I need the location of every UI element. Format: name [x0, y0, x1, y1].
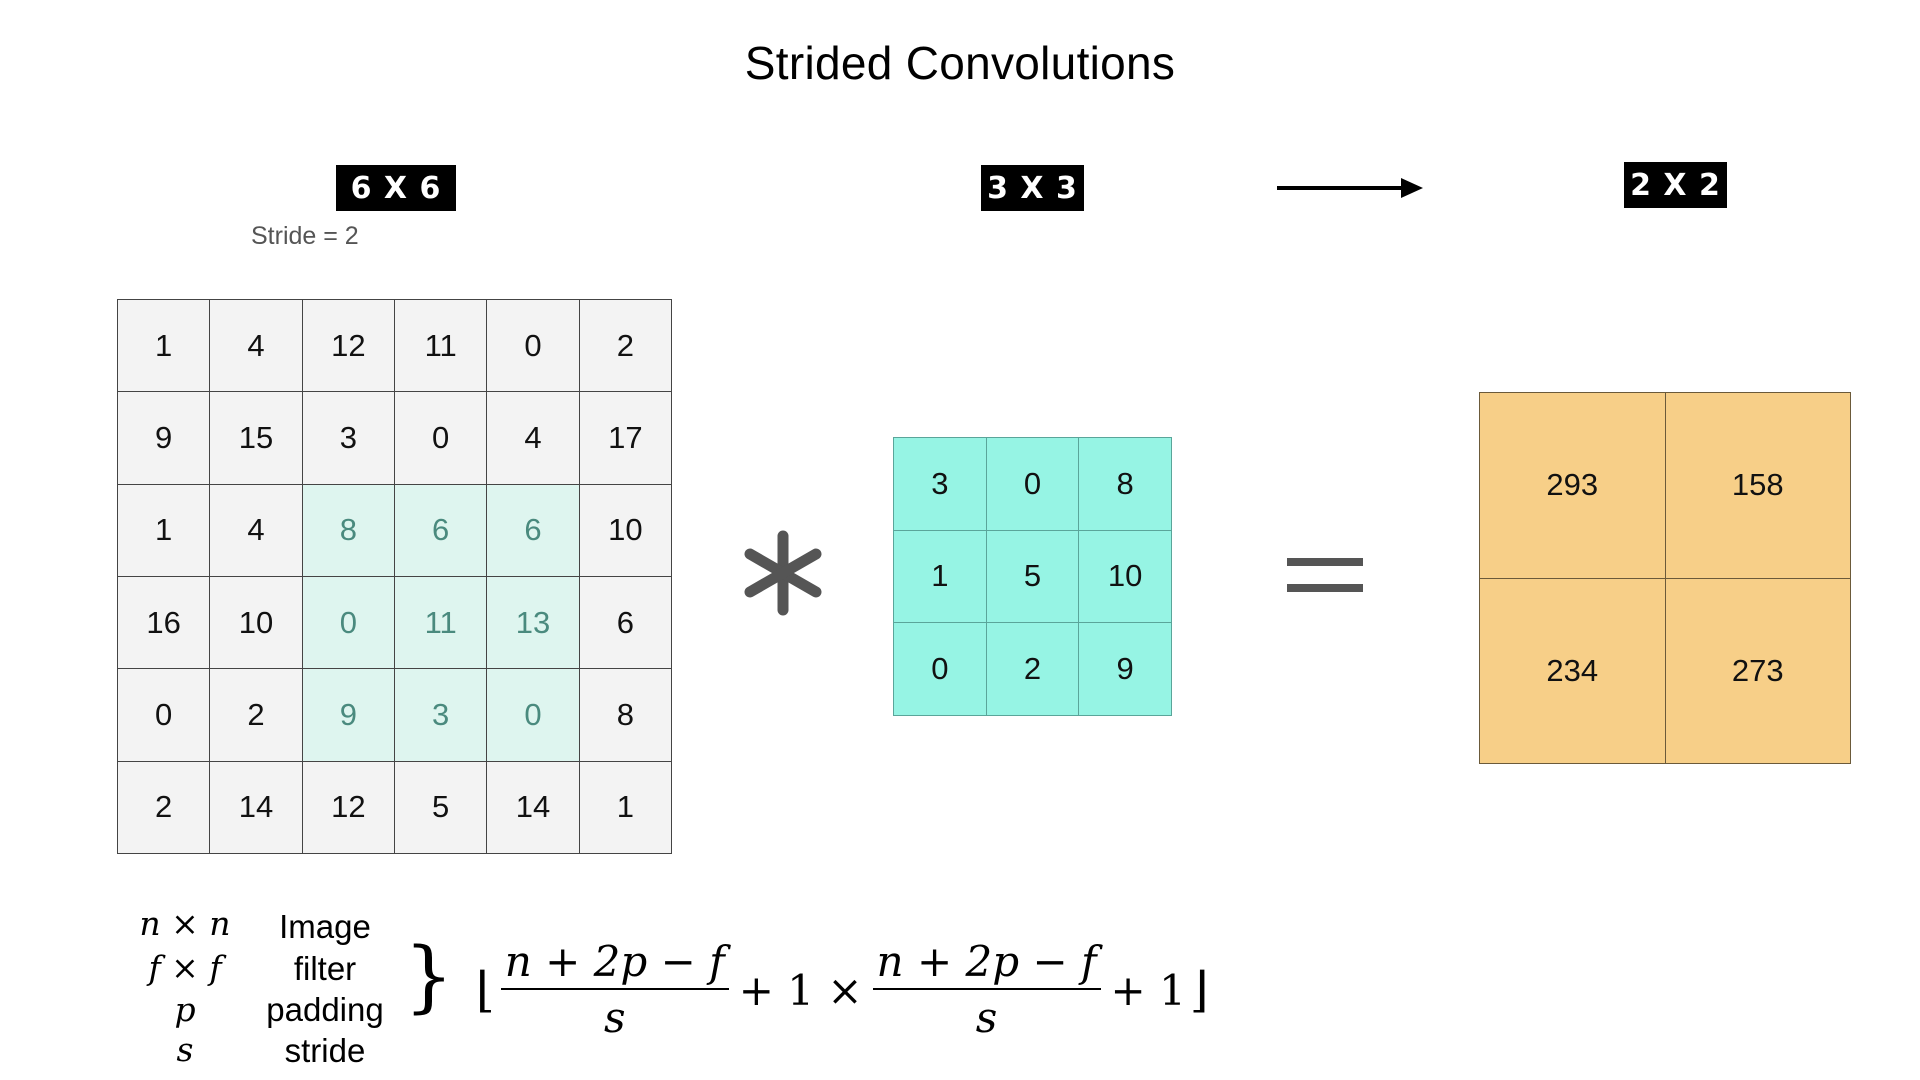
filter-cell-r0-c2: 8: [1079, 438, 1172, 531]
asterisk-icon: [744, 530, 822, 616]
input-cell-r4-c2: 9: [302, 669, 395, 762]
page-title: Strided Convolutions: [744, 37, 1176, 89]
filter-cell-r0-c0: 3: [894, 438, 987, 531]
input-cell-r0-c0: 1: [118, 300, 211, 393]
input-cell-r5-c2: 12: [302, 761, 395, 854]
input-cell-r1-c4: 4: [487, 392, 580, 485]
input-cell-r3-c2: 0: [302, 577, 395, 670]
input-cell-r5-c3: 5: [395, 761, 488, 854]
input-cell-r4-c4: 0: [487, 669, 580, 762]
input-cell-r2-c4: 6: [487, 484, 580, 577]
input-cell-r4-c5: 8: [579, 669, 672, 762]
legend-word-padding: padding: [266, 991, 384, 1028]
input-cell-r5-c4: 14: [487, 761, 580, 854]
filter-cell-r2-c2: 9: [1079, 623, 1172, 716]
input-cell-r0-c5: 2: [579, 300, 672, 393]
input-cell-r2-c0: 1: [118, 484, 211, 577]
input-cell-r4-c3: 3: [395, 669, 488, 762]
filter-cell-r2-c0: 0: [894, 623, 987, 716]
input-cell-r0-c1: 4: [210, 300, 303, 393]
legend-word-image: Image: [279, 908, 371, 945]
filter-cell-r1-c0: 1: [894, 530, 987, 624]
output-size-formula: ⌊ n + 2p − f s + 1 × n + 2p − f s + 1 ⌋: [476, 930, 1209, 1050]
output-dimension-badge: 2 X 2: [1624, 162, 1727, 208]
legend-word-filter: filter: [293, 950, 357, 987]
input-cell-r3-c1: 10: [210, 577, 303, 670]
numerator-2: n + 2p − f: [872, 939, 1101, 990]
input-cell-r5-c0: 2: [118, 761, 211, 854]
input-cell-r0-c4: 0: [487, 300, 580, 393]
legend-var-filter: f × f: [148, 948, 222, 987]
input-cell-r1-c1: 15: [210, 392, 303, 485]
legend-var-stride: s: [176, 1030, 194, 1069]
input-cell-r1-c2: 3: [302, 392, 395, 485]
stride-label: Stride = 2: [251, 222, 359, 250]
filter-cell-r1-c1: 5: [986, 530, 1080, 624]
input-cell-r1-c5: 17: [579, 392, 672, 485]
legend-brace: }: [404, 932, 454, 1022]
legend-var-image: n × n: [139, 904, 231, 943]
filter-cell-r1-c2: 10: [1079, 530, 1172, 624]
input-cell-r2-c3: 6: [395, 484, 488, 577]
input-cell-r5-c1: 14: [210, 761, 303, 854]
input-dimension-badge: 6 X 6: [336, 165, 456, 211]
input-cell-r4-c0: 0: [118, 669, 211, 762]
output-cell-r0-c0: 293: [1480, 393, 1666, 579]
numerator-1: n + 2p − f: [500, 939, 729, 990]
legend-var-padding: p: [174, 990, 196, 1029]
filter-dimension-badge: 3 X 3: [981, 165, 1084, 211]
denominator-1: s: [603, 993, 626, 1042]
fraction-2: n + 2p − f s: [872, 939, 1101, 1042]
input-cell-r1-c3: 0: [395, 392, 488, 485]
input-cell-r3-c4: 13: [487, 577, 580, 670]
floor-left: ⌊: [476, 962, 495, 1018]
input-cell-r3-c0: 16: [118, 577, 211, 670]
input-cell-r2-c1: 4: [210, 484, 303, 577]
input-cell-r0-c3: 11: [395, 300, 488, 393]
input-cell-r3-c3: 11: [395, 577, 488, 670]
arrow-right-icon: [1277, 178, 1423, 198]
output-cell-r1-c1: 273: [1665, 578, 1851, 764]
input-cell-r2-c5: 10: [579, 484, 672, 577]
equals-icon: [1287, 558, 1363, 592]
input-cell-r4-c1: 2: [210, 669, 303, 762]
legend-word-stride: stride: [284, 1032, 366, 1069]
input-cell-r1-c0: 9: [118, 392, 211, 485]
floor-right: ⌋: [1189, 962, 1209, 1018]
output-cell-r0-c1: 158: [1665, 393, 1851, 579]
input-cell-r5-c5: 1: [579, 761, 672, 854]
input-cell-r2-c2: 8: [302, 484, 395, 577]
filter-cell-r0-c1: 0: [986, 438, 1080, 531]
fraction-1: n + 2p − f s: [500, 939, 729, 1042]
filter-cell-r2-c1: 2: [986, 623, 1080, 716]
formula-tail: + 1: [1110, 965, 1186, 1015]
input-cell-r0-c2: 12: [302, 300, 395, 393]
denominator-2: s: [975, 993, 998, 1042]
input-cell-r3-c5: 6: [579, 577, 672, 670]
formula-middle: + 1 ×: [738, 965, 863, 1015]
output-cell-r1-c0: 234: [1480, 578, 1666, 764]
